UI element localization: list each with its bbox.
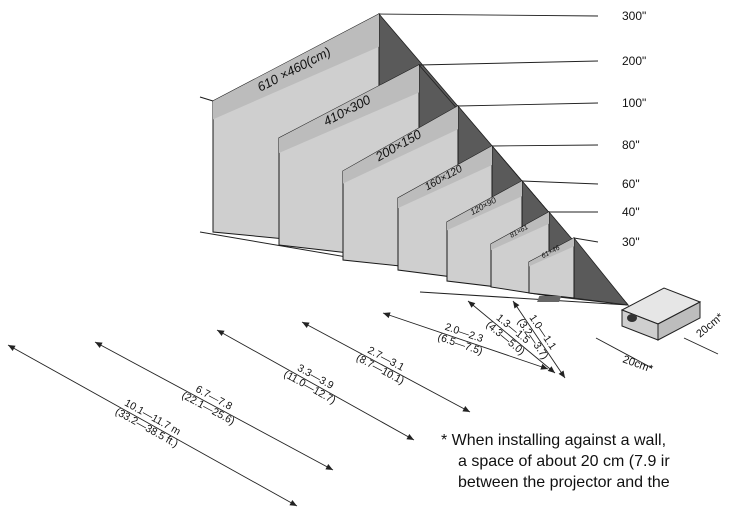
projector-side — [657, 301, 701, 341]
distance-arrowhead — [383, 312, 391, 319]
size-leader-line — [457, 102, 599, 107]
distance-line — [382, 312, 549, 370]
distance-arrowhead — [325, 464, 333, 470]
distance-arrowhead — [8, 345, 16, 352]
floor-line — [419, 291, 629, 306]
distance-line — [467, 300, 556, 374]
distance-arrowhead — [513, 301, 520, 309]
distance-arrowhead — [289, 499, 297, 506]
distance-arrowhead — [468, 301, 476, 308]
wall-installation-note: * When installing against a wall, a spac… — [441, 430, 731, 515]
distance-arrowhead — [540, 363, 548, 370]
size-leader-line — [378, 13, 599, 17]
screen-top-band — [447, 181, 522, 231]
size-leader-line — [573, 237, 599, 243]
note-line-2: a space of about 20 cm (7.9 ir — [458, 453, 670, 470]
screen-top-band — [529, 238, 574, 267]
distance-arrowhead — [406, 433, 414, 440]
screen-top-band — [279, 65, 419, 153]
projector-icon — [537, 287, 702, 341]
size-leader-line — [491, 144, 599, 147]
distance-line — [512, 300, 566, 379]
distance-arrowhead — [95, 342, 103, 348]
size-leader-line — [521, 180, 599, 185]
distance-arrowhead — [558, 370, 565, 378]
screen-top-band — [491, 212, 549, 251]
screen-size-label: 40" — [622, 205, 640, 219]
distance-arrowhead — [462, 406, 470, 412]
note-line-3: between the projector and the — [458, 474, 670, 491]
screen-top-band — [398, 146, 492, 209]
screen-size-label: 80" — [622, 138, 640, 152]
screen-frame-edge — [199, 96, 214, 102]
distance-arrowhead — [547, 366, 555, 373]
projector-lens — [627, 314, 637, 322]
distance-line — [7, 344, 298, 507]
screen-top-band — [343, 106, 458, 184]
screen-top-band — [213, 14, 379, 120]
screen-size-label: 30" — [622, 235, 640, 249]
size-leader-lines — [378, 13, 599, 243]
distance-line — [216, 329, 415, 441]
screen-size-label: 200" — [622, 54, 646, 68]
screen-size-label: 60" — [622, 177, 640, 191]
note-line-1: * When installing against a wall, — [441, 432, 667, 449]
distance-line — [301, 321, 471, 413]
projection-wedge — [573, 236, 629, 306]
clearance-label-front: 20cm* — [621, 354, 655, 376]
screen-size-label: 300" — [622, 9, 646, 23]
clearance-line-side — [683, 337, 719, 355]
size-labels: 300" 200" 100" 80" 60" 40" 30" — [622, 9, 646, 249]
distance-arrowhead — [217, 330, 225, 337]
distance-line — [94, 341, 334, 471]
size-leader-line — [418, 60, 599, 66]
projector-panel — [537, 296, 562, 302]
screen-size-label: 100" — [622, 96, 646, 110]
clearance-line-front — [595, 337, 653, 369]
screens-group: 610 ×460(cm)410×300200×150160×120120×908… — [199, 12, 630, 306]
distance-arrowhead — [302, 322, 310, 328]
